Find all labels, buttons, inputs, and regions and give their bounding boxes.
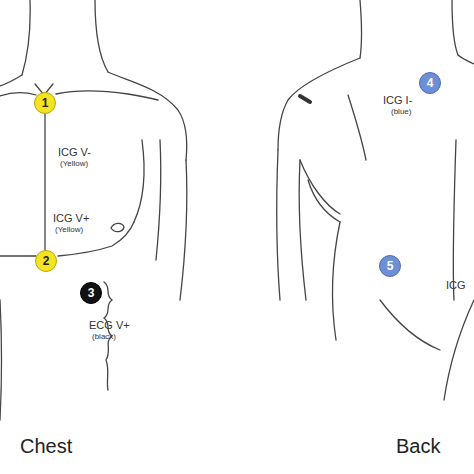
electrode-marker: 4 <box>419 72 441 94</box>
callout-number: 1 <box>42 97 49 109</box>
electrode-marker: 5 <box>379 255 401 277</box>
signal-name: ECG V+ <box>89 320 130 331</box>
signal-name: ICG I- <box>383 95 412 106</box>
electrode-marker: 3 <box>80 282 102 304</box>
callout-number: 5 <box>387 260 394 272</box>
electrode-marker: 1 <box>34 92 56 114</box>
wire-colour: (blue) <box>391 108 411 116</box>
callout-number: 2 <box>43 255 50 267</box>
wire-colour: (Yellow) <box>55 226 83 234</box>
wire-colour: (Yellow) <box>60 160 88 168</box>
signal-name: ICG <box>446 280 466 291</box>
signal-name: ICG V- <box>58 147 91 158</box>
wire-colour: (black) <box>92 333 116 341</box>
electrode-marker: 2 <box>35 250 57 272</box>
callout-number: 4 <box>427 77 434 89</box>
signal-name: ICG V+ <box>53 213 89 224</box>
view-label: Back <box>396 436 440 456</box>
callout-number: 3 <box>88 287 95 299</box>
view-label: Chest <box>20 436 72 456</box>
